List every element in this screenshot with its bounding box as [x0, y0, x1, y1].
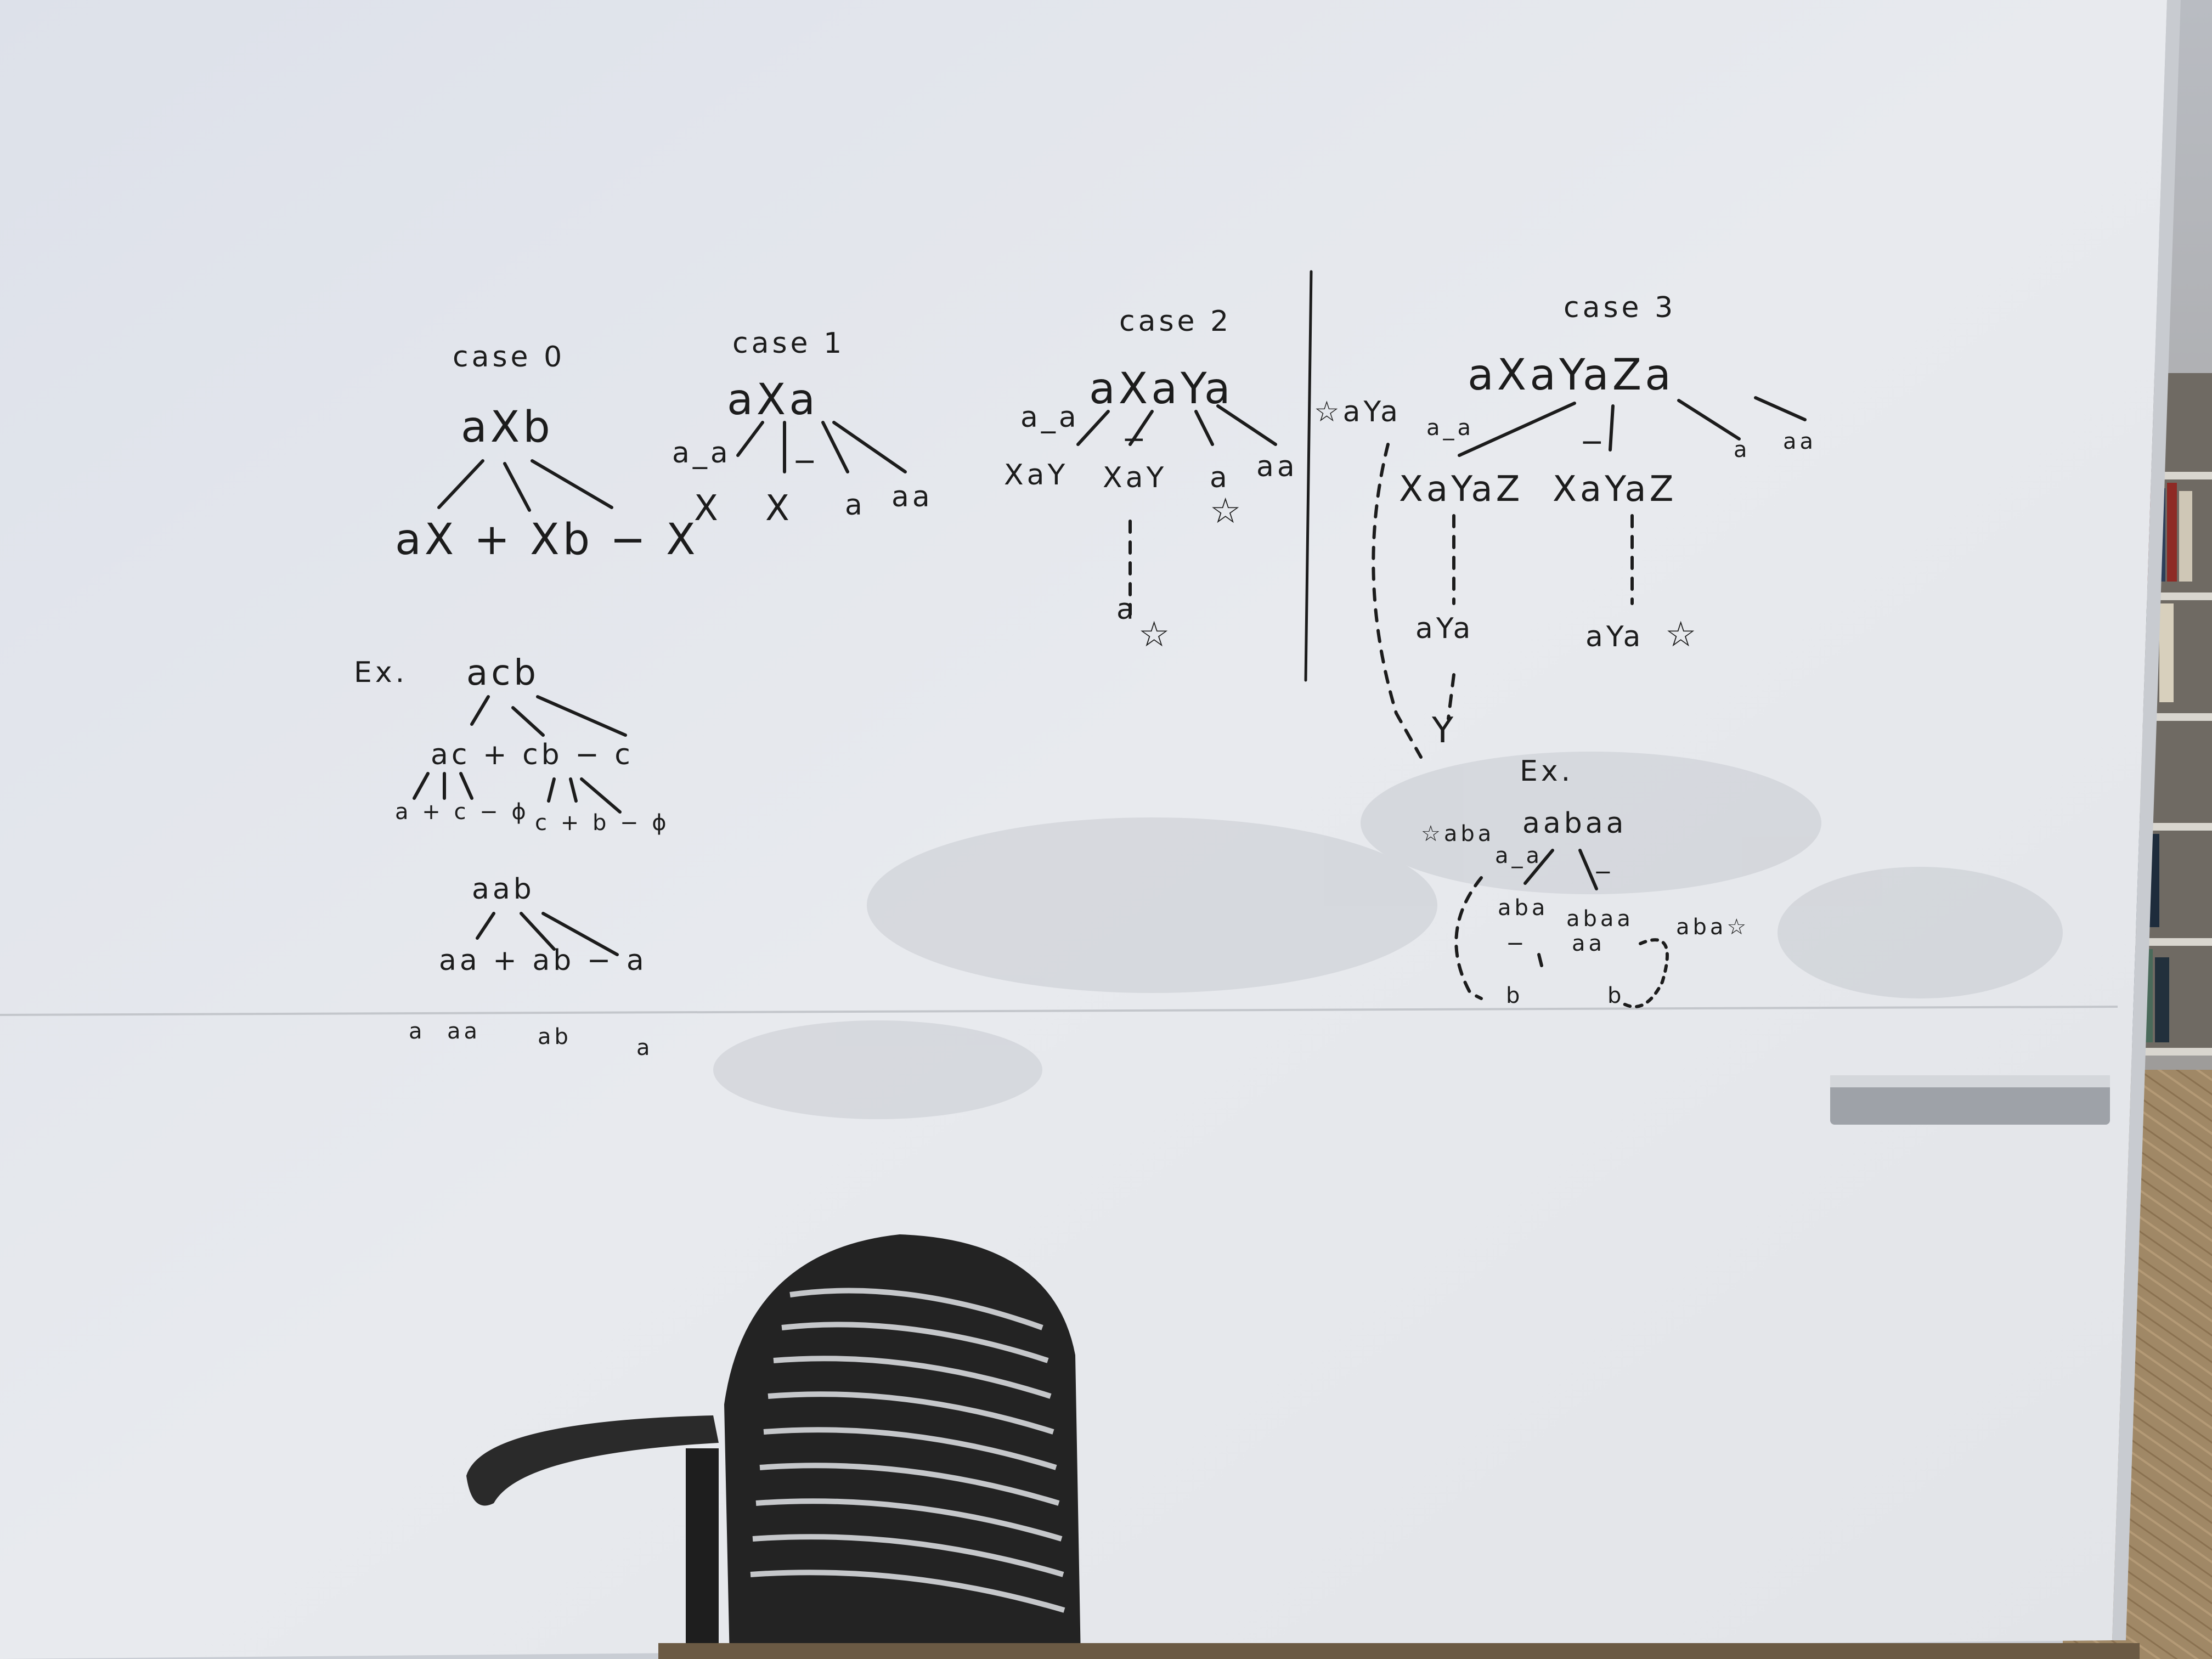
- case1-edge-mid: −: [793, 445, 820, 478]
- divider-line: [1304, 270, 1313, 682]
- case2-edge-label: a_a: [1020, 401, 1080, 434]
- example1-level1: ac + cb − c: [431, 738, 634, 771]
- case3-star-term: ☆aYa: [1314, 396, 1401, 428]
- example2-level2-2: aa: [447, 1019, 481, 1044]
- case2-child-4: aa: [1256, 450, 1298, 483]
- case3-bottom: Y: [1432, 710, 1457, 751]
- case1-child-4: aa: [891, 481, 933, 514]
- example3-bottom-1: b: [1506, 983, 1523, 1008]
- case3-edge-mid: −: [1580, 426, 1607, 459]
- whiteboard: [0, 0, 2167, 1659]
- case3-child-1: XaYaZ: [1399, 469, 1523, 510]
- case3-mid-1: aYa: [1415, 612, 1474, 645]
- example2-expr: aab: [472, 873, 535, 906]
- example3-level2-1: −: [1506, 931, 1528, 956]
- case2-star-1: ☆: [1210, 491, 1245, 532]
- marker-tray: [1830, 1075, 2110, 1125]
- example3-edge-label: a_a: [1495, 843, 1543, 868]
- case3-child-4: aa: [1783, 429, 1817, 454]
- example3-child-2: abaa: [1566, 906, 1634, 932]
- example2-level2-4: a: [636, 1035, 653, 1060]
- case1-child-2: X: [765, 488, 793, 529]
- example2-level2-3: ab: [538, 1024, 572, 1049]
- case3-edge-label: a_a: [1426, 415, 1475, 441]
- floor-strip: [658, 1643, 2140, 1659]
- case3-star: ☆: [1665, 614, 1700, 655]
- case1-edge-label: a_a: [672, 437, 731, 470]
- case2-expr: aXaYa: [1089, 364, 1234, 414]
- example3-edge-mid: −: [1594, 860, 1616, 885]
- example1-level2-right: c + b − ϕ: [535, 810, 670, 836]
- tree-lines: [413, 270, 1807, 1008]
- case0-title: case 0: [453, 341, 566, 374]
- case3-child-2: XaYaZ: [1553, 469, 1677, 510]
- case2-child-1: XaY: [1004, 459, 1069, 492]
- case2-sub: a: [1116, 593, 1137, 626]
- example3-label: Ex.: [1520, 755, 1574, 788]
- example3-expr: aabaa: [1522, 807, 1627, 840]
- case2-title: case 2: [1119, 305, 1232, 338]
- case0-expr: aXb: [461, 403, 554, 452]
- example2-level1: aa + ab − a: [439, 944, 647, 977]
- eraser-smudges: [713, 752, 2063, 1119]
- example1-label: Ex.: [354, 656, 408, 689]
- case2-child-3: a: [1210, 461, 1231, 494]
- case2-star-2: ☆: [1138, 614, 1173, 655]
- case1-expr: aXa: [727, 375, 819, 425]
- example3-bottom-2: b: [1607, 983, 1625, 1008]
- chair: [466, 1234, 1081, 1659]
- case3-expr: aXaYaZa: [1468, 351, 1674, 400]
- case3-mid-2: aYa: [1585, 620, 1644, 653]
- example3-star-term: ☆aba: [1421, 821, 1495, 847]
- case1-child-3: a: [845, 489, 866, 522]
- whiteboard-edge: [2112, 0, 2181, 1640]
- case0-children: aX + Xb − X: [395, 515, 699, 565]
- example3-child-3: aba☆: [1676, 915, 1750, 940]
- example1-expr: acb: [466, 653, 540, 693]
- case2-edge-mid: −: [1122, 423, 1149, 456]
- example1-level2-left: a + c − ϕ: [395, 799, 529, 825]
- case3-title: case 3: [1564, 291, 1677, 324]
- case3-child-3: a: [1734, 437, 1751, 462]
- example3-child-1: aba: [1498, 895, 1549, 921]
- example2-level2-1: a: [409, 1019, 426, 1044]
- case2-child-2: XaY: [1103, 461, 1167, 494]
- panel-seam: [0, 1006, 2118, 1016]
- case1-child-1: X: [694, 488, 721, 529]
- case1-title: case 1: [732, 327, 845, 360]
- example3-level2-2: aa: [1572, 931, 1606, 956]
